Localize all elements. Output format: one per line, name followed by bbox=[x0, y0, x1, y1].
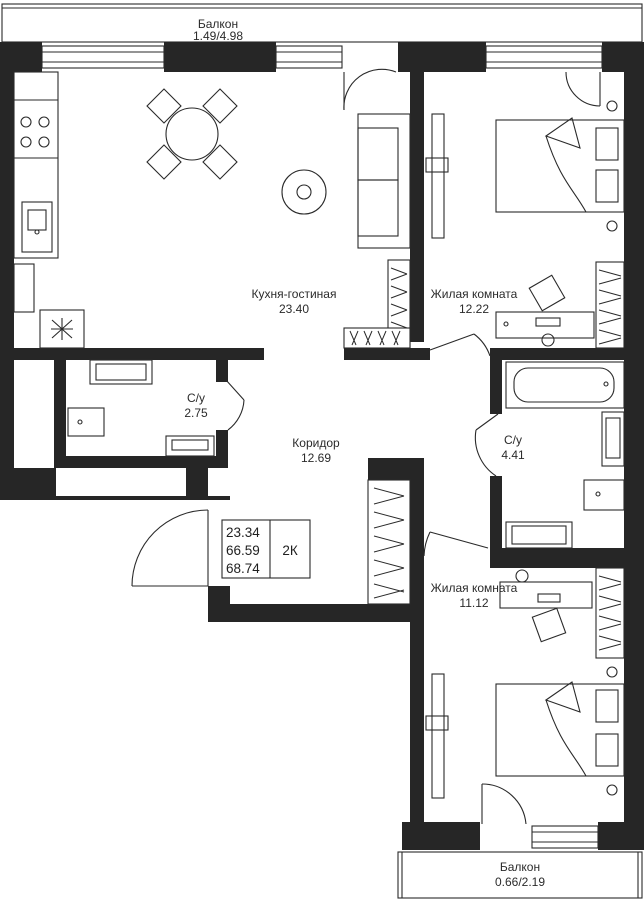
bedroom2-area: 11.12 bbox=[459, 596, 488, 610]
summary-total-area: 66.59 bbox=[226, 543, 260, 558]
balcony-top-area: 1.49/4.98 bbox=[193, 29, 243, 43]
bedroom2-bed bbox=[495, 666, 625, 796]
bedroom1-desk bbox=[495, 274, 595, 347]
kitchen-living-name: Кухня-гостиная bbox=[252, 287, 337, 301]
bedroom2-desk bbox=[499, 569, 593, 643]
wardrobe-corridor bbox=[367, 479, 411, 605]
summary-living-area: 23.34 bbox=[226, 525, 260, 540]
summary-total-with-balcony: 68.74 bbox=[226, 561, 260, 576]
windows bbox=[41, 45, 603, 849]
bedroom2-tv bbox=[425, 673, 449, 799]
corridor-name: Коридор bbox=[292, 436, 340, 450]
summary-apartment-type: 2К bbox=[282, 543, 298, 558]
bedroom1-bed bbox=[495, 100, 625, 232]
corridor-area: 12.69 bbox=[301, 451, 331, 465]
bathroom2-fixtures bbox=[505, 361, 625, 549]
dining-table bbox=[146, 88, 238, 180]
kitchen-living-area: 23.40 bbox=[279, 302, 309, 316]
balcony-bottom bbox=[397, 851, 643, 899]
bedroom2-name: Жилая комната bbox=[431, 581, 518, 595]
kitchen-unit bbox=[13, 71, 85, 349]
wardrobe-bedroom1 bbox=[595, 261, 625, 349]
bedroom1-name: Жилая комната bbox=[431, 287, 518, 301]
balcony-top-name: Балкон bbox=[198, 17, 238, 31]
sofa bbox=[357, 113, 411, 249]
bedroom1-area: 12.22 bbox=[459, 302, 489, 316]
wardrobe-kitchen bbox=[343, 259, 411, 349]
round-rug bbox=[281, 169, 327, 215]
doors bbox=[131, 68, 601, 825]
area-summary-box bbox=[221, 519, 311, 579]
bedroom1-tv bbox=[425, 113, 449, 239]
balcony-bottom-name: Балкон bbox=[500, 860, 540, 874]
balcony-top bbox=[1, 3, 643, 43]
bathroom2-area: 4.41 bbox=[501, 448, 525, 462]
bathroom1-fixtures bbox=[67, 359, 215, 457]
balcony-bottom-area: 0.66/2.19 bbox=[495, 875, 545, 889]
wardrobe-bedroom2 bbox=[595, 567, 625, 659]
bathroom1-area: 2.75 bbox=[184, 406, 208, 420]
bathroom1-name: С/у bbox=[187, 391, 205, 405]
bathroom2-name: С/у bbox=[504, 433, 522, 447]
